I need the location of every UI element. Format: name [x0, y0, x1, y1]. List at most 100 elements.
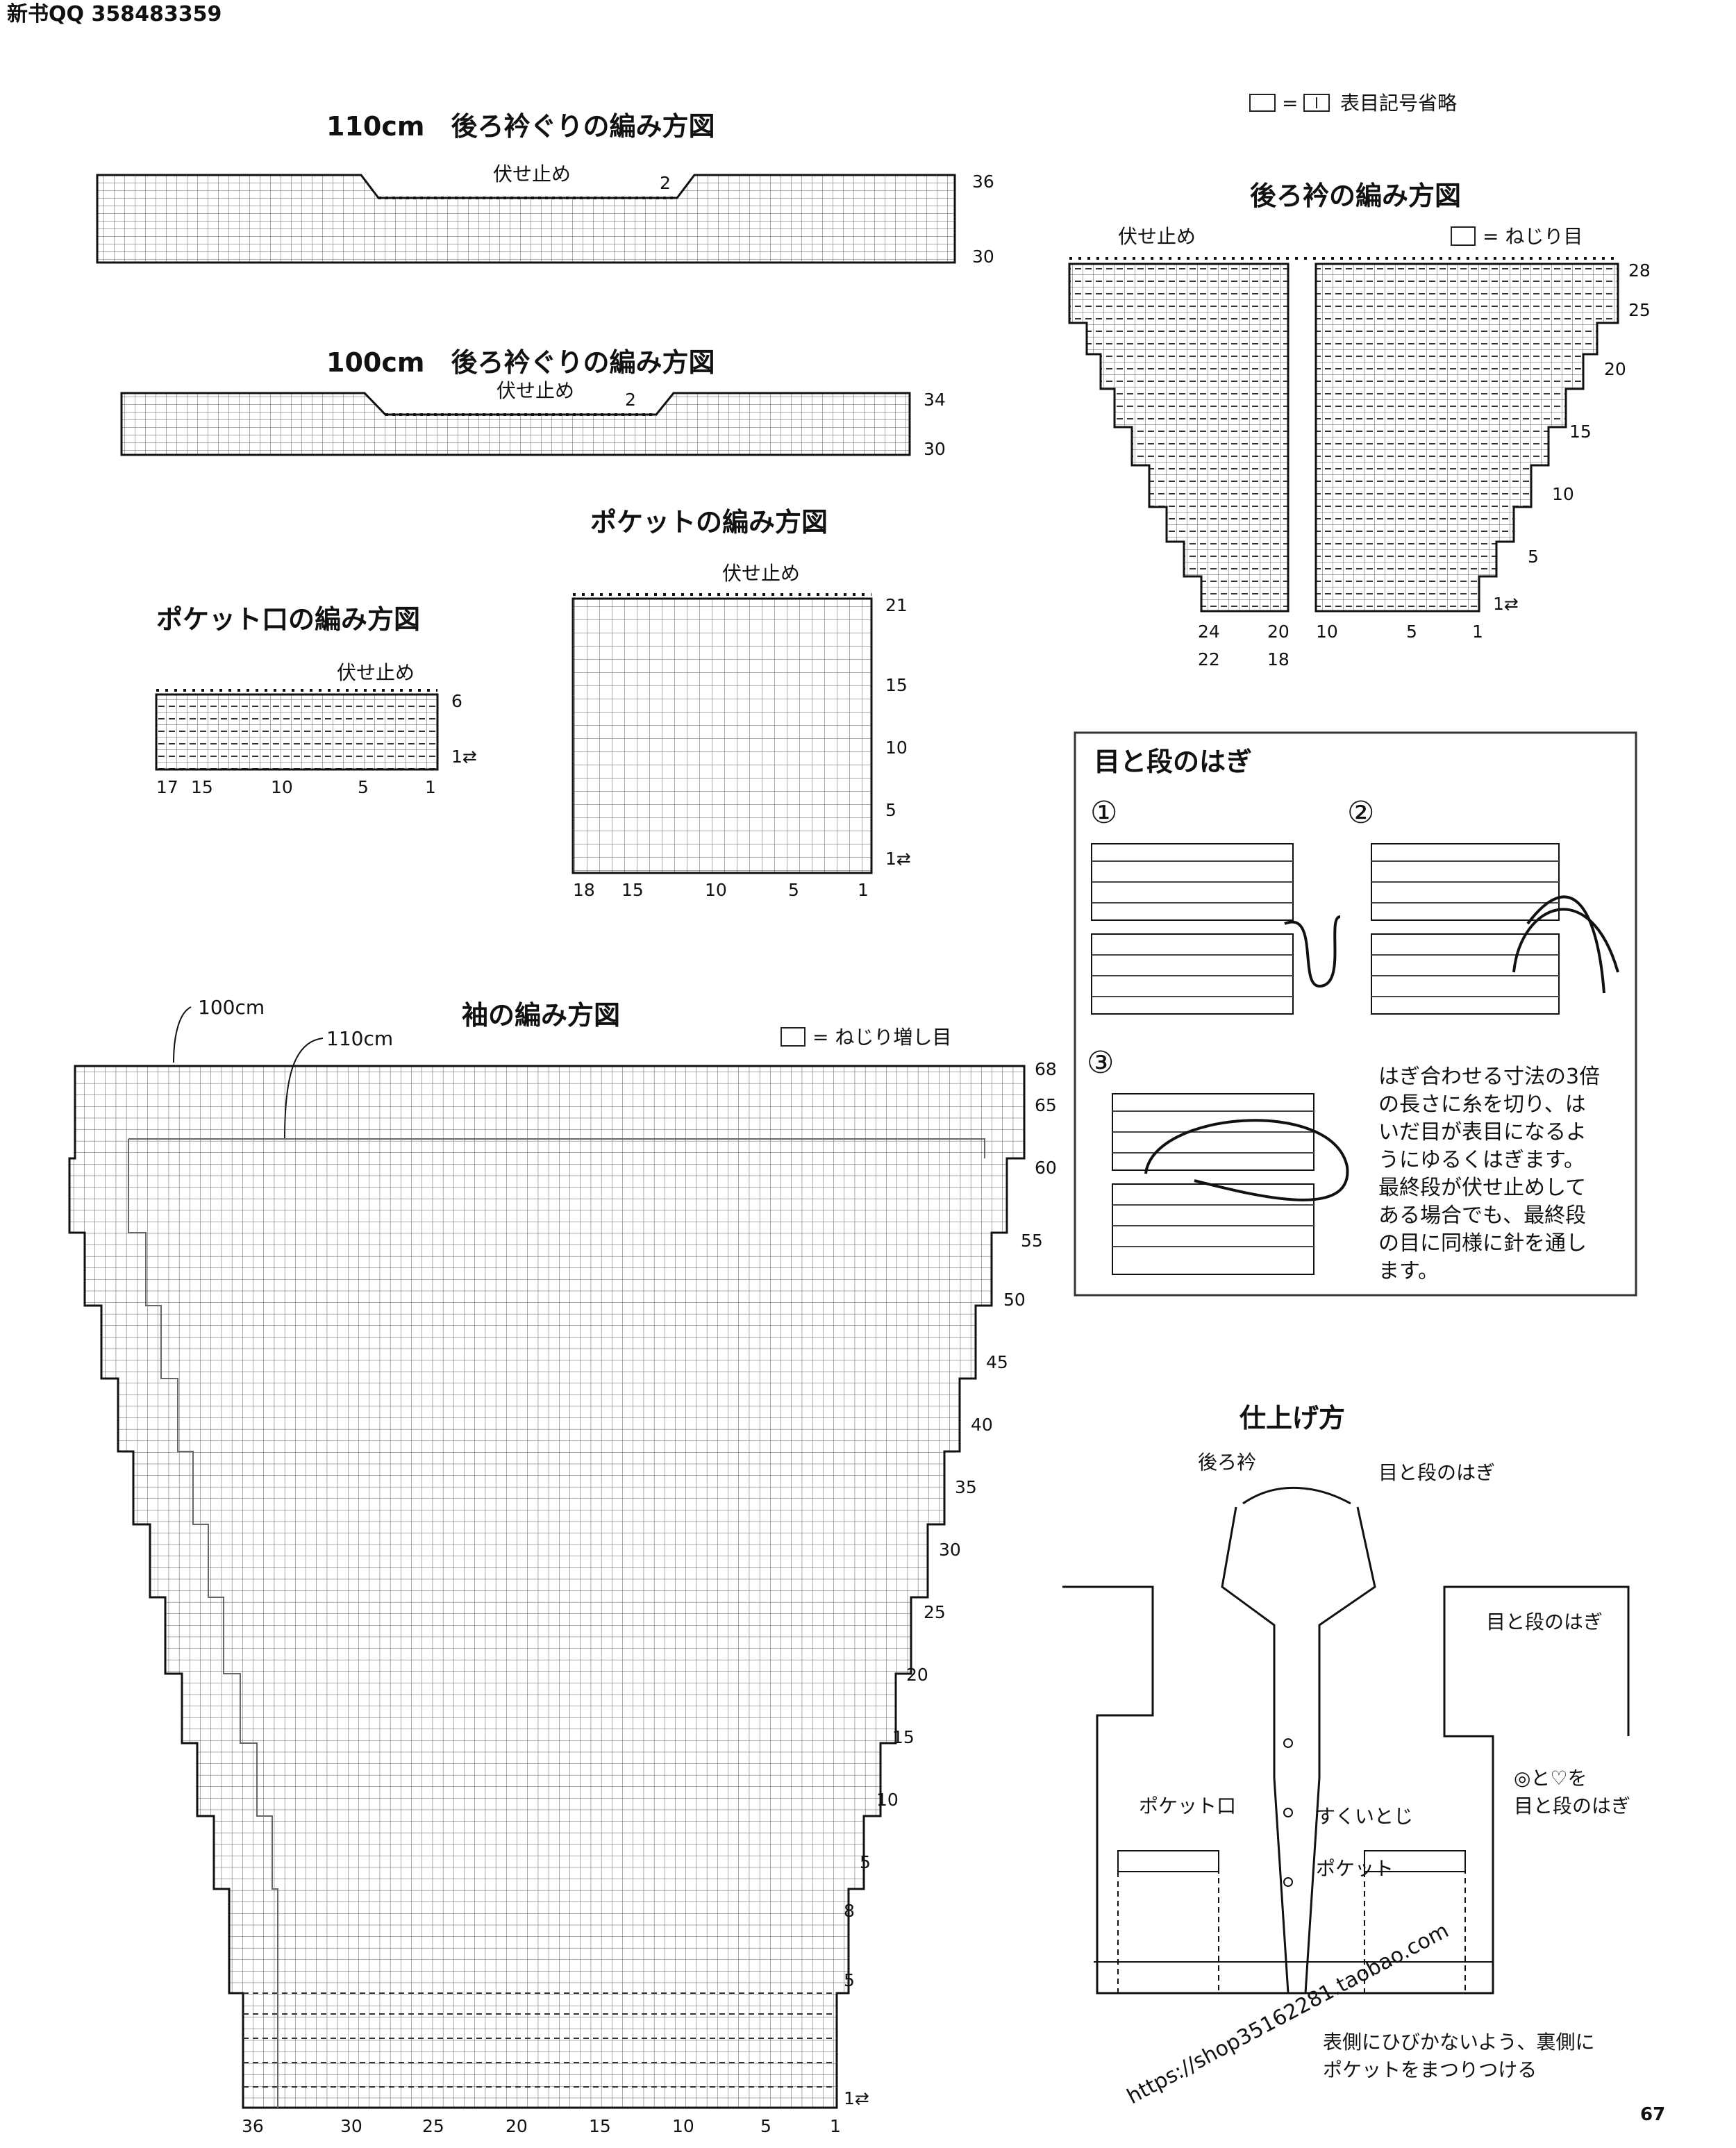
twist-increase-icon	[781, 1027, 806, 1047]
row-label: 1⇄	[451, 747, 477, 767]
row-label: 28	[1628, 260, 1651, 281]
row-label: 68	[1035, 1059, 1057, 1079]
finish-note1: 表側にひびかないよう、裏側に	[1323, 2031, 1594, 2054]
sleeve-size100: 100cm	[198, 996, 265, 1019]
header-qq: 新书QQ 358483359	[7, 2, 222, 26]
row-label: 6	[451, 691, 462, 711]
row-label: 1⇄	[885, 849, 911, 869]
row-label: 60	[1035, 1158, 1057, 1178]
col-label: 20	[1267, 622, 1290, 642]
col-label: 5	[358, 777, 369, 797]
step-1: ①	[1090, 795, 1117, 831]
collar100-chart: 100cm 後ろ衿ぐりの編み方図 伏せ止め 2 34 30	[120, 347, 946, 459]
collar110-title: 110cm 後ろ衿ぐりの編み方図	[326, 111, 715, 142]
finish-title: 仕上げ方	[1240, 1403, 1345, 1433]
collar110-two: 2	[660, 173, 671, 193]
col-label: 1	[425, 777, 436, 797]
col-label: 10	[1316, 622, 1338, 642]
col-label: 1	[830, 2116, 841, 2136]
row-label: 36	[972, 172, 994, 192]
row-label: 30	[924, 439, 946, 459]
row-label: 34	[924, 390, 946, 410]
row-label: 30	[939, 1540, 961, 1560]
row-label: 5	[885, 800, 896, 820]
col-label: 10	[705, 880, 727, 900]
col-label: 5	[1406, 622, 1417, 642]
seam-box-text-line: の長さに糸を切り、は	[1378, 1092, 1586, 1117]
twist-stitch-icon	[1451, 226, 1476, 246]
pocket-opening-title: ポケット口の編み方図	[156, 604, 420, 635]
collar110-chart: 110cm 後ろ衿ぐりの編み方図 伏せ止め 2 36 30	[96, 111, 994, 267]
row-label: 65	[1035, 1095, 1057, 1115]
row-label: 50	[1003, 1290, 1026, 1310]
row-label: 35	[955, 1477, 977, 1497]
row-label: 15	[1569, 422, 1592, 442]
row-label: 5	[860, 1852, 871, 1872]
col-label: 10	[672, 2116, 694, 2136]
col-label: 5	[760, 2116, 771, 2136]
col-label: 18	[573, 880, 595, 900]
sleeve-chart: 袖の編み方図 100cm 110cm = ねじり増し目 68 65 60 55 …	[68, 996, 1057, 2136]
row-label: 5	[1528, 547, 1539, 567]
row-label: 15	[885, 675, 908, 695]
seam-illustration-3	[1112, 1093, 1349, 1275]
col-label: 15	[621, 880, 644, 900]
col-label: 15	[191, 777, 213, 797]
back-collar-bindoff: 伏せ止め	[1118, 225, 1196, 248]
col-label: 5	[788, 880, 799, 900]
finish-back-collar: 後ろ衿	[1198, 1451, 1256, 1474]
row-label: 1⇄	[1493, 594, 1519, 614]
pocket-opening-chart: ポケット口の編み方図 伏せ止め 6 1⇄ 17 15 10 5 1	[155, 604, 477, 797]
seam-illustration-2	[1371, 843, 1619, 1015]
row-label: 1⇄	[844, 2088, 869, 2108]
step-2: ②	[1347, 795, 1374, 831]
back-collar-chart: 後ろ衿の編み方図 伏せ止め = ねじり目 28 25 20 15 10 5 1⇄…	[1068, 181, 1651, 669]
row-label: 25	[1628, 300, 1651, 320]
col-label: 17	[156, 777, 178, 797]
row-label: 55	[1021, 1231, 1043, 1251]
collar100-two: 2	[625, 390, 636, 410]
pocket-chart: ポケットの編み方図 伏せ止め 21 15 10 5 1⇄ 18 15 10 5 …	[571, 507, 911, 900]
sleeve-twist-legend: = ねじり増し目	[812, 1026, 951, 1049]
sleeve-title: 袖の編み方図	[462, 1000, 620, 1031]
seam-box-text-line: ある場合でも、最終段	[1378, 1204, 1586, 1228]
col-label: 1	[858, 880, 869, 900]
row-label: 40	[971, 1415, 993, 1435]
row-label: 20	[906, 1665, 928, 1685]
finish-marks2: 目と段のはぎ	[1514, 1795, 1630, 1817]
seam-box-title: 目と段のはぎ	[1094, 747, 1252, 777]
row-label: 21	[885, 595, 908, 615]
legend-text: 表目記号省略	[1340, 92, 1457, 115]
row-label: 8	[844, 1901, 855, 1921]
finish-seam2: 目と段のはぎ	[1486, 1610, 1603, 1633]
finish-sukui: すくいとじ	[1316, 1805, 1413, 1828]
blank-cell-icon	[1249, 94, 1276, 112]
col-label: 10	[271, 777, 293, 797]
page-number: 67	[1640, 2104, 1665, 2125]
col-label: 18	[1267, 649, 1290, 669]
back-collar-title: 後ろ衿の編み方図	[1250, 181, 1461, 211]
sleeve-size110: 110cm	[326, 1027, 393, 1050]
stitch-legend: = 表目記号省略	[1249, 92, 1457, 115]
pocket-title: ポケットの編み方図	[590, 507, 828, 538]
col-label: 24	[1198, 622, 1220, 642]
row-label: 15	[892, 1727, 915, 1747]
knit-symbol-icon	[1303, 94, 1330, 112]
finish-seam1: 目と段のはぎ	[1378, 1461, 1495, 1484]
collar100-title: 100cm 後ろ衿ぐりの編み方図	[326, 347, 715, 378]
seam-illustration-1	[1091, 843, 1341, 1015]
finish-pocket-opening: ポケット口	[1139, 1795, 1236, 1817]
collar110-bindoff: 伏せ止め	[493, 163, 571, 185]
col-label: 25	[422, 2116, 444, 2136]
row-label: 25	[924, 1602, 946, 1622]
finishing-diagram: 仕上げ方 後ろ衿 目と段のはぎ 目と段のはぎ ポケット口 すくいとじ ポケット …	[1062, 1403, 1630, 2081]
seam-box-text-line: はぎ合わせる寸法の3倍	[1378, 1065, 1600, 1089]
col-label: 20	[506, 2116, 528, 2136]
pocket-opening-bindoff: 伏せ止め	[337, 661, 415, 684]
seam-box-text-line: いだ目が表目になるよ	[1378, 1120, 1587, 1144]
col-label: 15	[589, 2116, 611, 2136]
row-label: 20	[1604, 359, 1626, 379]
finish-pocket: ポケット	[1316, 1857, 1394, 1880]
seam-box: 目と段のはぎ ① ② ③ はぎ合わせる寸法の3倍	[1074, 731, 1637, 1297]
